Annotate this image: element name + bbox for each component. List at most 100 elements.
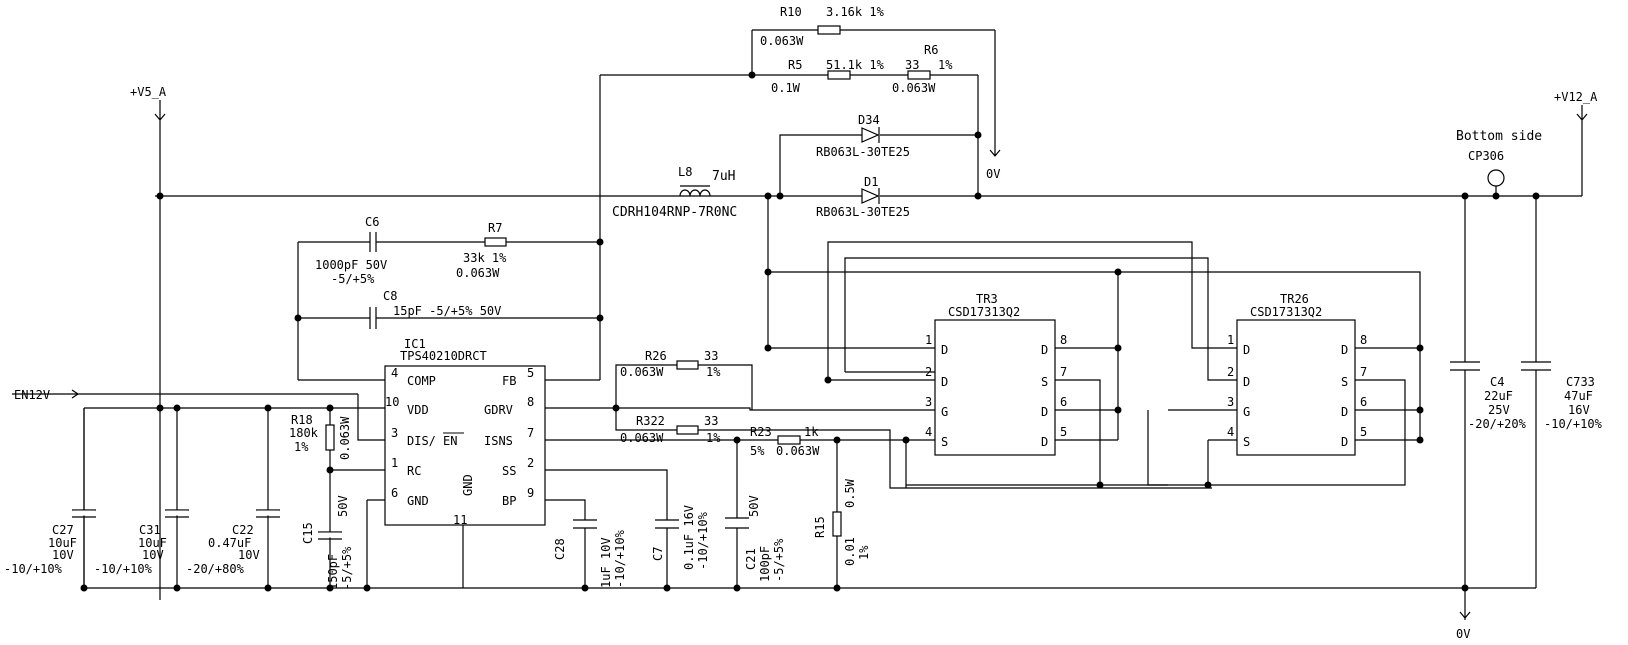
c15-value: 150pF <box>326 554 340 590</box>
diode-d34 <box>861 127 880 143</box>
pin2-label: SS <box>502 464 516 478</box>
r10-name: R10 <box>780 5 802 19</box>
r6-power: 0.063W <box>892 81 936 95</box>
c15-voltage: 50V <box>336 495 350 517</box>
c28-tol: -10/+10% <box>613 529 627 588</box>
v5-label: +V5_A <box>130 85 167 99</box>
pin10-label: VDD <box>407 403 429 417</box>
r322-value: 33 <box>704 414 718 428</box>
tr3-pin1: 1 <box>925 333 932 347</box>
c21-name: C21 <box>744 548 758 570</box>
tr3-d8: D <box>1041 343 1048 357</box>
r23-tol: 5% <box>750 444 765 458</box>
pin8-label: GDRV <box>484 403 513 417</box>
c22-name: C22 <box>232 523 254 537</box>
d34-name: D34 <box>858 113 880 127</box>
ov-top: 0V <box>986 167 1000 181</box>
c733-value: 47uF <box>1564 389 1593 403</box>
c8-value: 15pF -5/+5% 50V <box>393 304 501 318</box>
c15-name: C15 <box>301 522 315 544</box>
capacitor-c4 <box>1450 361 1480 371</box>
c8-name: C8 <box>383 289 397 303</box>
r5-power: 0.1W <box>771 81 801 95</box>
tr26-pin8: 8 <box>1360 333 1367 347</box>
c27-voltage: 10V <box>52 548 74 562</box>
tr3-d2: D <box>941 375 948 389</box>
resistor-r5 <box>827 70 851 80</box>
tr26-d5: D <box>1341 435 1348 449</box>
c4-tol: -20/+20% <box>1468 417 1527 431</box>
tr26-part: CSD17313Q2 <box>1250 305 1322 319</box>
resistor-r15 <box>832 511 842 537</box>
d34-part: RB063L-30TE25 <box>816 145 910 159</box>
r322-tol: 1% <box>706 431 721 445</box>
c31-tol: -10/+10% <box>94 562 153 576</box>
ov-bottom: 0V <box>1456 627 1470 641</box>
c31-voltage: 10V <box>142 548 164 562</box>
junctions <box>71 71 1540 592</box>
r23-name: R23 <box>750 425 772 439</box>
tr26-d2: D <box>1243 375 1250 389</box>
tr3-pin3: 3 <box>925 395 932 409</box>
c22-value: 0.47uF <box>208 536 251 550</box>
c27-tol: -10/+10% <box>4 562 63 576</box>
r26-name: R26 <box>645 349 667 363</box>
tr26-pin7: 7 <box>1360 365 1367 379</box>
capacitor-c22 <box>256 509 280 518</box>
r23-value: 1k <box>804 425 819 439</box>
c28-name: C28 <box>553 538 567 560</box>
r5-name: R5 <box>788 58 802 72</box>
r10-power: 0.063W <box>760 34 804 48</box>
cp306-label: CP306 <box>1468 149 1504 163</box>
c733-tol: -10/+10% <box>1544 417 1603 431</box>
r6-name: R6 <box>924 43 938 57</box>
c733-voltage: 16V <box>1568 403 1590 417</box>
pin7-label: ISNS <box>484 434 513 448</box>
c22-tol: -20/+80% <box>186 562 245 576</box>
pin4-label: COMP <box>407 374 436 388</box>
tr3-pin7: 7 <box>1060 365 1067 379</box>
pin6-num: 6 <box>391 486 398 500</box>
c28-value: 1uF 10V <box>599 537 613 588</box>
r26-tol: 1% <box>706 365 721 379</box>
labels: R10 3.16k 1% 0.063W R5 51.1k 1% 0.1W R6 … <box>4 5 1603 641</box>
r7-value: 33k 1% <box>463 251 507 265</box>
tr26-s1: S <box>1243 435 1250 449</box>
c7-value: 0.1uF 16V <box>682 505 696 570</box>
c4-name: C4 <box>1490 375 1504 389</box>
r18-tol: 1% <box>294 440 309 454</box>
tr3-d1: D <box>941 343 948 357</box>
resistor-r6 <box>907 70 931 80</box>
tr26-pin1: 1 <box>1227 333 1234 347</box>
capacitor-c31 <box>165 509 189 518</box>
c733-name: C733 <box>1566 375 1595 389</box>
ic1-name: IC1 <box>404 337 426 351</box>
tr26-pin4: 4 <box>1227 425 1234 439</box>
tr3-pin5: 5 <box>1060 425 1067 439</box>
pin3-label: DIS/ <box>407 434 436 448</box>
capacitor-c733 <box>1521 361 1551 371</box>
tr3-d5: D <box>1041 435 1048 449</box>
l8-name: L8 <box>678 165 692 179</box>
components <box>72 25 1551 588</box>
pin3-num: 3 <box>391 426 398 440</box>
pin1-label: RC <box>407 464 421 478</box>
pin11-label: GND <box>461 474 475 496</box>
pin1-num: 1 <box>391 456 398 470</box>
tr26-g: G <box>1243 405 1250 419</box>
wires <box>12 29 1588 620</box>
inductor-l8 <box>679 189 711 197</box>
r18-name: R18 <box>291 413 313 427</box>
capacitor-c15 <box>318 531 342 540</box>
pin3-en-label: EN <box>443 434 457 448</box>
c4-voltage: 25V <box>1488 403 1510 417</box>
r5-value: 51.1k 1% <box>826 58 885 72</box>
pin9-num: 9 <box>527 486 534 500</box>
resistor-r26 <box>676 360 699 370</box>
c21-tol: -5/+5% <box>772 538 786 582</box>
c15-tol: -5/+5% <box>340 546 354 590</box>
pin5-label: FB <box>502 374 516 388</box>
r322-name: R322 <box>636 414 665 428</box>
c6-tol: -5/+5% <box>331 272 375 286</box>
